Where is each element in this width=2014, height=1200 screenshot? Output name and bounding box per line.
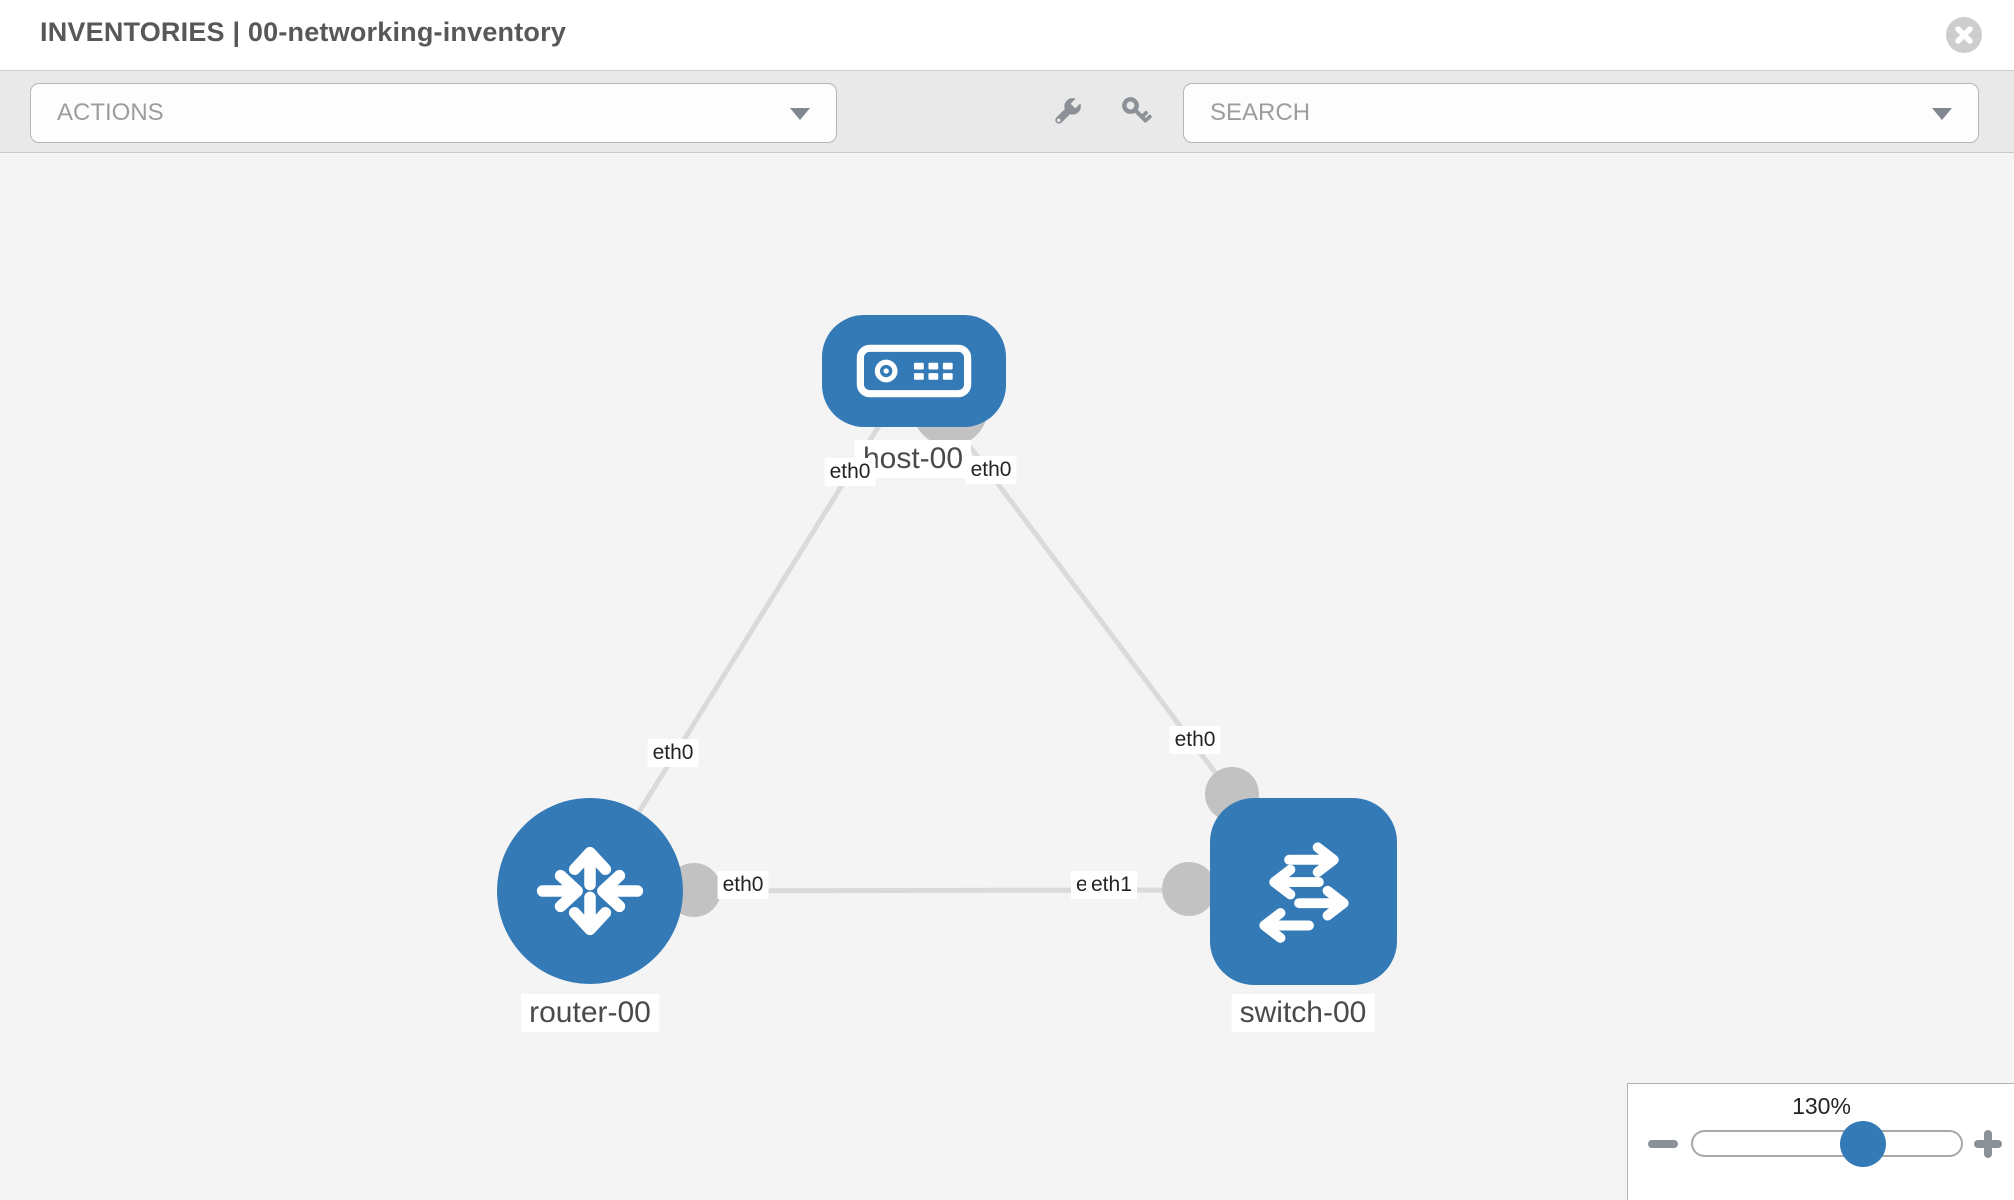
toolbar: ACTIONS	[0, 71, 2014, 153]
if-label-host-switch-a: eth0	[965, 456, 1017, 484]
node-host-00[interactable]	[822, 315, 1006, 427]
wrench-icon	[1055, 96, 1083, 124]
interface-dot-switch-left[interactable]	[1162, 862, 1216, 916]
zoom-slider-thumb[interactable]	[1840, 1121, 1886, 1167]
zoom-slider-track[interactable]	[1691, 1130, 1963, 1157]
zoom-control-panel: 130%	[1627, 1083, 2014, 1200]
zoom-in-button[interactable]	[1974, 1130, 2002, 1158]
node-router-00[interactable]	[497, 798, 683, 984]
router-icon	[536, 846, 644, 936]
switch-icon	[1258, 841, 1349, 943]
search-dropdown-label: SEARCH	[1210, 99, 1311, 126]
wrench-button[interactable]	[1048, 93, 1086, 131]
node-switch-00[interactable]	[1210, 798, 1397, 985]
if-label-router-switch-b: eth1	[1086, 871, 1137, 899]
host-icon	[856, 344, 972, 398]
if-label-host-router-a: eth0	[824, 458, 876, 486]
plus-icon	[1984, 1130, 1992, 1158]
if-label-host-switch-b: eth0	[1169, 726, 1221, 754]
page-title: INVENTORIES | 00-networking-inventory	[40, 17, 567, 47]
search-dropdown[interactable]: SEARCH	[1183, 83, 1979, 143]
if-label-host-router-b: eth0	[647, 739, 699, 767]
actions-dropdown-label: ACTIONS	[57, 99, 164, 126]
chevron-down-icon	[1932, 108, 1952, 120]
key-button[interactable]	[1118, 93, 1156, 131]
actions-dropdown[interactable]: ACTIONS	[30, 83, 837, 143]
node-label-switch: switch-00	[1231, 994, 1375, 1032]
close-icon	[1955, 26, 1973, 44]
zoom-out-button[interactable]	[1648, 1140, 1678, 1148]
if-label-router-switch-a: eth0	[717, 871, 769, 899]
zoom-level-value: 130%	[1792, 1093, 1851, 1119]
chevron-down-icon	[790, 108, 810, 120]
header-bar: INVENTORIES | 00-networking-inventory	[0, 0, 2014, 71]
node-label-router: router-00	[521, 994, 659, 1032]
close-button[interactable]	[1946, 17, 1982, 53]
key-icon	[1122, 97, 1152, 123]
